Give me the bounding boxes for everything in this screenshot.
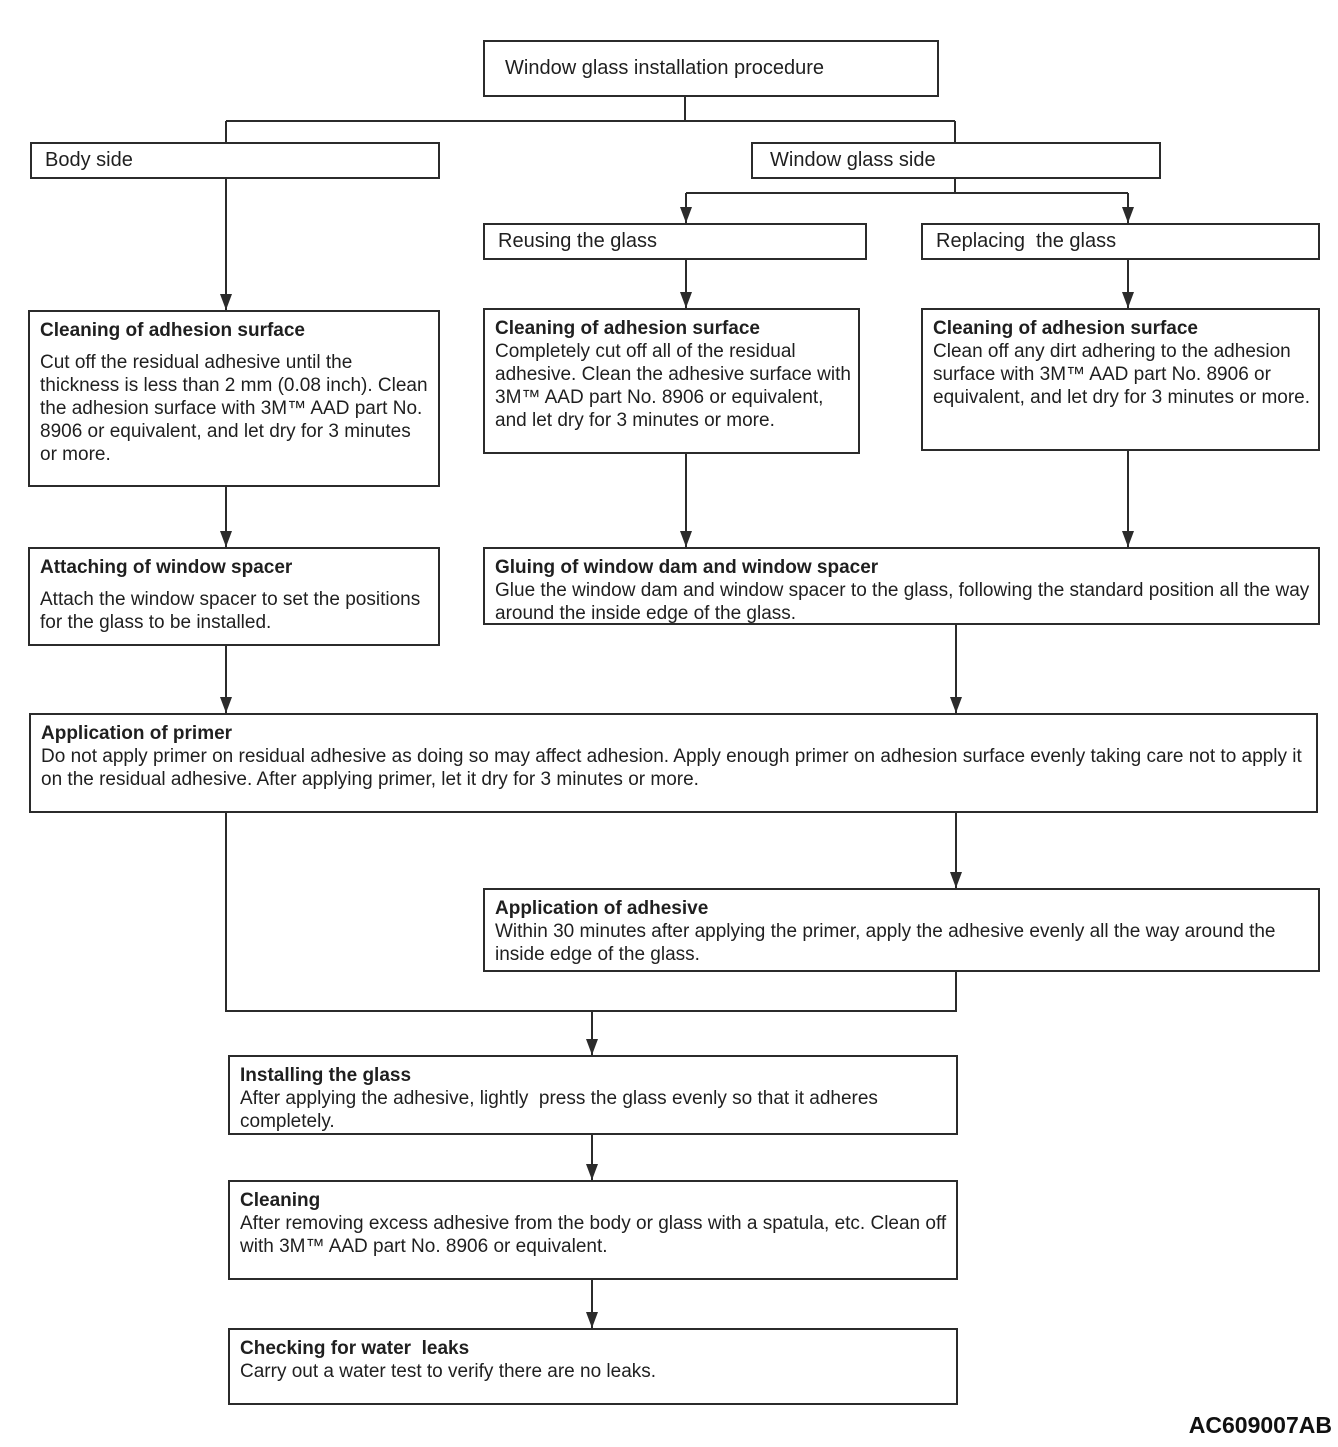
node-body-text: After removing excess adhesive from the … <box>240 1213 957 1257</box>
node-body-text: Do not apply primer on residual adhesive… <box>41 746 1308 790</box>
node-title: Cleaning of adhesion surface <box>933 318 1198 339</box>
node-window-glass-side-label: Window glass side <box>770 149 936 171</box>
node-cleaning-adhesion-body-side: Cleaning of adhesion surface Cut off the… <box>28 310 440 487</box>
node-body-text: Within 30 minutes after applying the pri… <box>495 921 1281 965</box>
node-replacing-the-glass-label: Replacing the glass <box>936 230 1117 252</box>
node-title: Installing the glass <box>240 1065 412 1086</box>
node-body-text: Completely cut off all of the residual a… <box>495 341 857 431</box>
node-body-text: Attach the window spacer to set the posi… <box>40 589 426 633</box>
node-body-text: Cut off the residual adhesive until the … <box>40 352 433 465</box>
node-cleaning: Cleaning After removing excess adhesive … <box>228 1180 958 1280</box>
node-title: Cleaning of adhesion surface <box>495 318 760 339</box>
node-root: Window glass installation procedure <box>483 40 939 97</box>
node-title: Attaching of window spacer <box>40 557 293 578</box>
node-body-side-label: Body side <box>45 149 133 171</box>
node-title: Cleaning of adhesion surface <box>40 320 305 341</box>
node-window-glass-side: Window glass side <box>751 142 1161 179</box>
node-body-text: Glue the window dam and window spacer to… <box>495 580 1315 624</box>
node-application-of-primer: Application of primer Do not apply prime… <box>29 713 1318 813</box>
node-title: Application of adhesive <box>495 898 709 919</box>
node-application-of-adhesive: Application of adhesive Within 30 minute… <box>483 888 1320 972</box>
node-body-text: Carry out a water test to verify there a… <box>240 1361 657 1382</box>
node-body-text: Clean off any dirt adhering to the adhes… <box>933 341 1311 408</box>
node-cleaning-adhesion-replace: Cleaning of adhesion surface Clean off a… <box>921 308 1320 451</box>
node-attaching-window-spacer: Attaching of window spacer Attach the wi… <box>28 547 440 646</box>
node-body-side: Body side <box>30 142 440 179</box>
node-reusing-the-glass: Reusing the glass <box>483 223 867 260</box>
node-root-label: Window glass installation procedure <box>505 57 825 79</box>
node-replacing-the-glass: Replacing the glass <box>921 223 1320 260</box>
node-checking-for-water-leaks: Checking for water leaks Carry out a wat… <box>228 1328 958 1405</box>
node-title: Cleaning <box>240 1190 321 1211</box>
node-title: Checking for water leaks <box>240 1338 470 1359</box>
node-cleaning-adhesion-reuse: Cleaning of adhesion surface Completely … <box>483 308 860 454</box>
node-reusing-the-glass-label: Reusing the glass <box>498 230 657 252</box>
node-installing-the-glass: Installing the glass After applying the … <box>228 1055 958 1135</box>
figure-code: AC609007AB <box>1188 1412 1332 1438</box>
node-body-text: After applying the adhesive, lightly pre… <box>240 1088 884 1132</box>
node-title: Gluing of window dam and window spacer <box>495 557 879 578</box>
node-title: Application of primer <box>41 723 233 744</box>
node-gluing-window-dam-spacer: Gluing of window dam and window spacer G… <box>483 547 1320 625</box>
